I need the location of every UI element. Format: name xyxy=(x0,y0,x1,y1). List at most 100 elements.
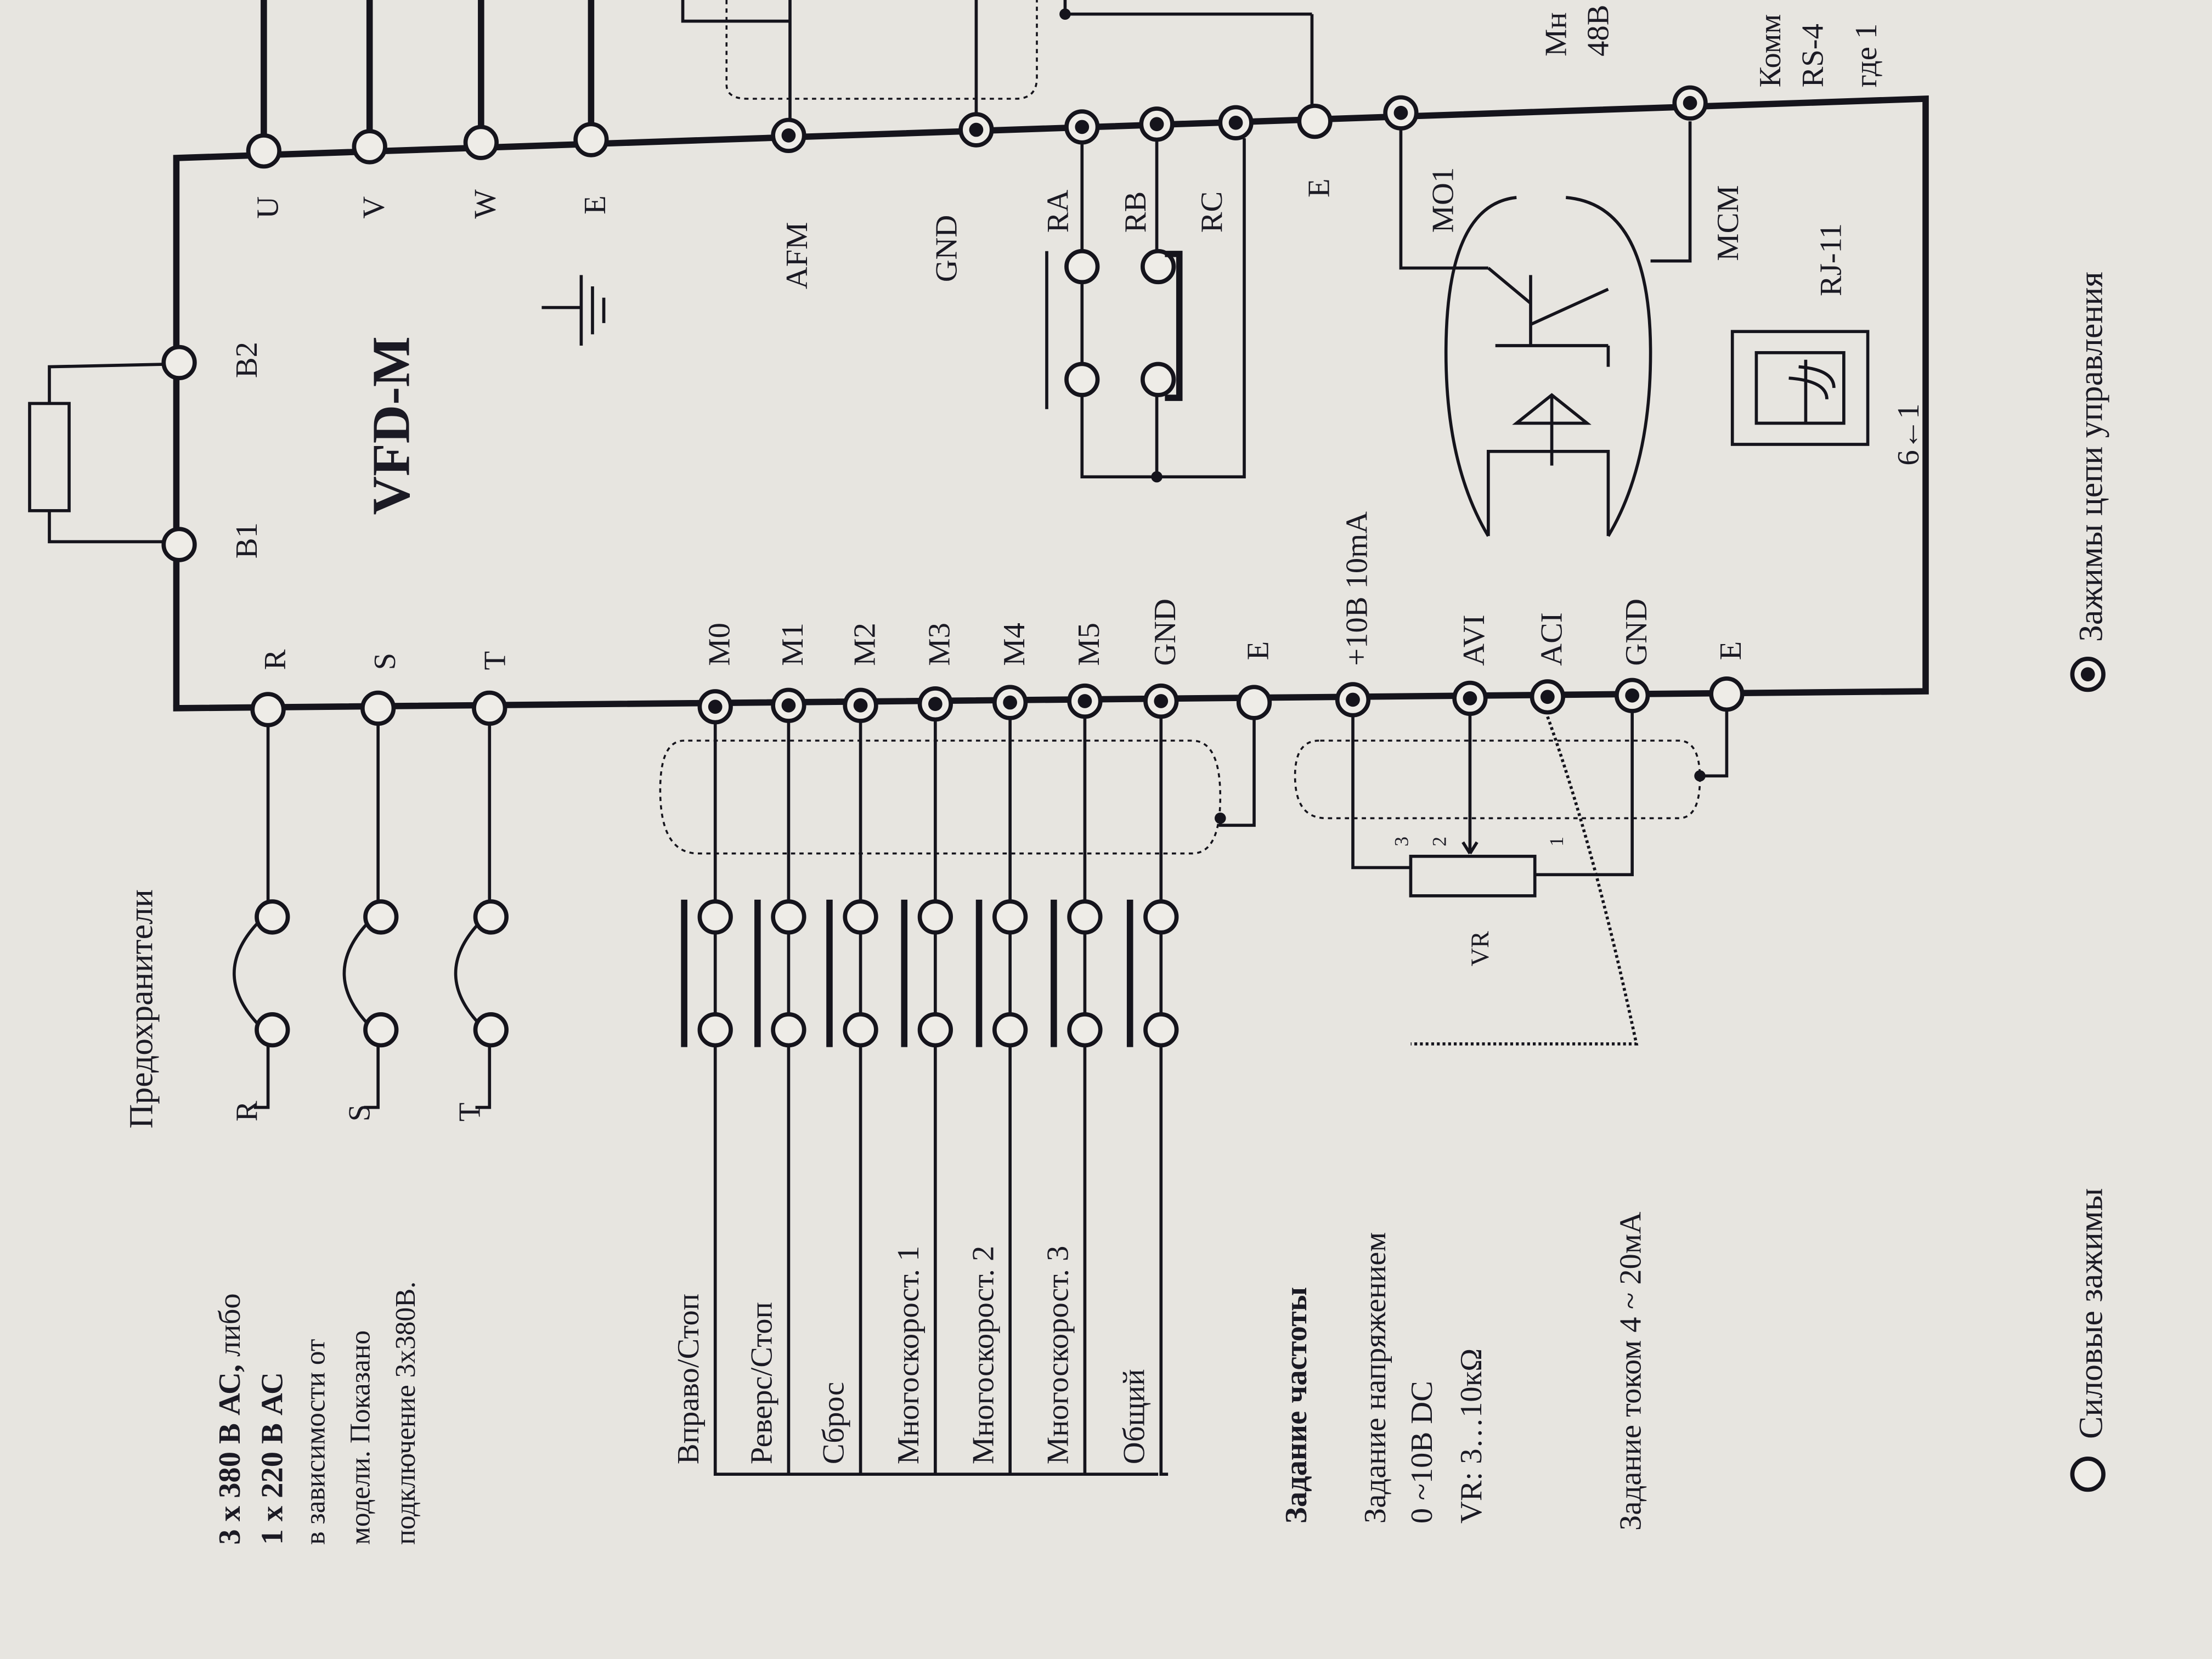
label-rc: RC xyxy=(1195,191,1229,233)
digital-inputs: M0Вправо/СтопM1Реверс/СтопM2СбросM3Много… xyxy=(672,599,1182,1476)
supply-s: S xyxy=(343,1104,377,1121)
fuse-wiring xyxy=(233,725,509,1109)
digital-wire xyxy=(859,721,934,1476)
label-m5: M5 xyxy=(1072,623,1106,666)
digital-function-label: Многоскорост. 2 xyxy=(966,1246,1000,1464)
svg-text:в зависимости от: в зависимости от xyxy=(300,1339,331,1545)
switch-terminal xyxy=(1143,1012,1179,1048)
switch-terminal xyxy=(697,899,733,935)
legend-control: Зажимы цепи управления xyxy=(2072,272,2109,642)
label-r: R xyxy=(258,649,292,670)
label-analog-terminal: AVI xyxy=(1457,614,1491,665)
supply-note: 3 х 380 В АС, либо 1 х 220 В АС в зависи… xyxy=(213,1282,421,1545)
ground-icon xyxy=(541,275,606,346)
note-a1: Мн xyxy=(1539,12,1573,57)
svg-text:модели. Показано: модели. Показано xyxy=(345,1330,376,1545)
terminal-r xyxy=(250,692,286,727)
note-b2: RS-4 xyxy=(1796,24,1830,87)
legend-power-icon xyxy=(2070,1457,2106,1492)
label-u: U xyxy=(251,196,285,219)
terminal-analog xyxy=(1709,676,1745,712)
digital-wire xyxy=(713,722,789,1476)
label-afm: AFM xyxy=(780,222,814,290)
terminal-b2 xyxy=(161,345,197,380)
label-mcm: MCM xyxy=(1711,185,1745,261)
label-m1: M1 xyxy=(776,623,810,666)
legend-power: Силовые зажимы xyxy=(2072,1188,2109,1439)
supply-r: R xyxy=(230,1101,264,1121)
shield-ground-wire xyxy=(1218,719,1256,827)
switch-terminal xyxy=(992,1012,1028,1048)
label-m2: M2 xyxy=(848,623,882,666)
supply-t: T xyxy=(453,1103,487,1122)
label-m4: M4 xyxy=(997,623,1031,666)
switch-terminal xyxy=(697,1012,733,1048)
freq-voltage: Задание напряжением xyxy=(1358,1232,1392,1523)
switch-terminal xyxy=(917,1012,953,1048)
terminal-e-top xyxy=(1297,104,1333,139)
label-gnd: GND xyxy=(1148,599,1182,666)
output-terminals xyxy=(246,0,609,169)
switch-terminal xyxy=(992,899,1028,935)
top-control-wiring xyxy=(681,0,1692,537)
label-m0: M0 xyxy=(702,623,736,666)
label-s: S xyxy=(368,653,402,670)
terminal-t xyxy=(472,690,507,726)
digital-function-label: Реверс/Стоп xyxy=(745,1302,779,1464)
digital-wire xyxy=(1159,716,1169,1476)
label-v: V xyxy=(357,196,391,219)
terminal-b1 xyxy=(161,527,197,562)
analog-terminals: E +10В 10mA AVI ACI GND E xyxy=(1236,511,1748,720)
model-label: VFD-M xyxy=(362,336,421,515)
label-analog-terminal: ACI xyxy=(1535,612,1569,665)
label-e-top: E xyxy=(1302,178,1336,198)
terminal-analog xyxy=(1236,685,1272,720)
label-gnd-top: GND xyxy=(929,215,963,283)
freq-vr: VR: 3…10кΩ xyxy=(1454,1348,1488,1523)
digital-function-label: Сброс xyxy=(817,1382,851,1464)
pot-pin-1: 1 xyxy=(1545,837,1567,847)
digital-function-label: Общий xyxy=(1117,1369,1151,1464)
analog-wiring xyxy=(1294,709,1729,1046)
freq-current: Задание током 4 ~ 20мА xyxy=(1614,1211,1648,1531)
brake-resistor xyxy=(28,362,181,545)
switch-terminal xyxy=(843,1012,878,1048)
pot-label: VR xyxy=(1466,931,1494,966)
label-t: T xyxy=(478,651,512,670)
switch-terminal xyxy=(771,1012,806,1048)
label-b2: B2 xyxy=(230,342,264,378)
pot-pin-2: 2 xyxy=(1429,837,1451,847)
label-analog-terminal: E xyxy=(1714,641,1748,661)
digital-wire xyxy=(787,721,862,1476)
rj11-port-icon xyxy=(1730,330,1870,446)
label-ra: RA xyxy=(1041,190,1075,233)
note-b3: где 1 xyxy=(1849,24,1883,88)
digital-wire xyxy=(1083,716,1159,1476)
label-analog-terminal: E xyxy=(1242,641,1276,661)
pot-pin-3: 3 xyxy=(1390,837,1412,847)
shield-digital xyxy=(659,740,1222,855)
freq-title: Задание частоты xyxy=(1279,1287,1313,1523)
digital-wire xyxy=(1008,718,1084,1476)
freq-voltage-range: 0 ~10В DC xyxy=(1405,1381,1439,1523)
terminal-s xyxy=(360,690,396,726)
switch-terminal xyxy=(771,899,806,935)
svg-text:1 х 220 В АС: 1 х 220 В АС xyxy=(255,1372,289,1545)
switch-terminal xyxy=(1143,899,1179,935)
rj11-pins: 6←1 xyxy=(1892,403,1926,465)
digital-wire xyxy=(934,719,1009,1476)
label-rb: RB xyxy=(1119,191,1153,233)
note-a2: 48В xyxy=(1581,5,1615,57)
svg-text:3 х 380 В АС, либо: 3 х 380 В АС, либо xyxy=(213,1293,247,1544)
label-m3: M3 xyxy=(923,623,957,666)
label-analog-terminal: +10В 10mA xyxy=(1340,511,1374,666)
label-analog-terminal: GND xyxy=(1620,599,1654,666)
label-e-out: E xyxy=(578,195,612,215)
rj11-label: RJ-11 xyxy=(1814,223,1848,296)
switch-terminal xyxy=(1067,1012,1103,1048)
switch-terminal xyxy=(1067,899,1103,935)
label-w: W xyxy=(469,189,503,219)
svg-text:подключение 3х380В.: подключение 3х380В. xyxy=(390,1282,421,1545)
